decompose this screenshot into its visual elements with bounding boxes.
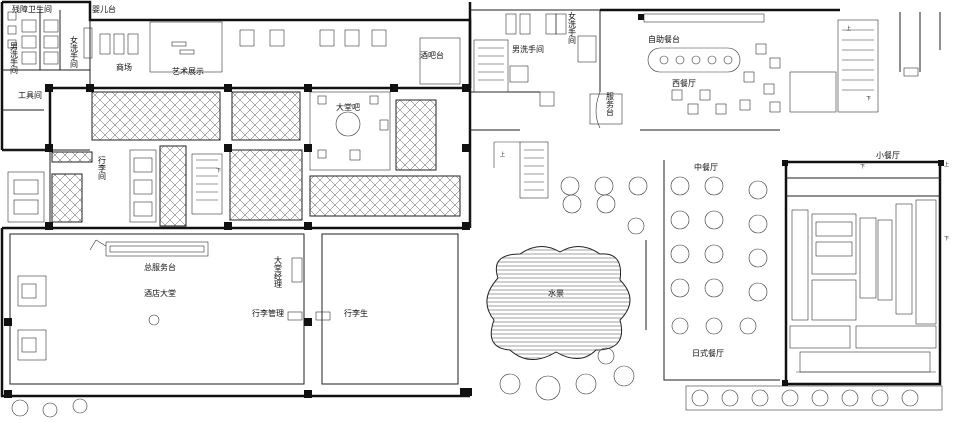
label-up-3: 上 (944, 161, 949, 168)
label-chinese-restaurant: 中餐厅 (694, 162, 718, 172)
structural-columns (4, 14, 944, 398)
label-down-3: 下 (860, 164, 865, 170)
label-water-feature: 水景 (548, 288, 564, 298)
label-male-wc-right: 男洗手间 (512, 44, 544, 54)
round-tables (560, 176, 768, 335)
label-down-2: 下 (866, 96, 871, 102)
restaurant-block (560, 8, 941, 381)
label-western-restaurant: 西餐厅 (672, 79, 696, 88)
landscape-strip (11, 385, 943, 418)
label-male-wc-left: 男洗手间 (10, 42, 19, 75)
label-japanese-restaurant: 日式餐厅 (692, 348, 724, 358)
label-concierge: 大堂经理 (274, 255, 283, 288)
label-lobby-bar: 大堂吧 (336, 102, 360, 112)
label-female-wc-left: 女洗手间 (70, 35, 79, 69)
label-luggage-manager: 行李管理 (252, 308, 284, 318)
label-small-hall: 小餐厅 (876, 151, 900, 160)
label-art-display: 艺术展示 (172, 66, 204, 76)
label-luggage-room: 行李间 (98, 155, 107, 181)
label-bar-counter: 酒吧台 (420, 50, 444, 60)
label-shop: 商场 (116, 62, 132, 72)
center-upper-block (468, 2, 623, 228)
lobby-bar-block (2, 86, 470, 230)
label-female-wc-right: 女洗手间 (568, 11, 577, 45)
water-feature (486, 217, 645, 401)
label-bellboy: 行李生 (344, 308, 368, 318)
label-buffet-counter: 自助餐台 (648, 34, 680, 44)
label-down-1: 下 (216, 168, 221, 174)
label-up-2: 上 (846, 25, 851, 32)
label-service-counter: 服务台 (606, 92, 615, 117)
kitchen-block (784, 160, 942, 386)
label-hotel-lobby: 酒店大堂 (144, 288, 176, 298)
label-tool-room: 工具间 (18, 91, 42, 100)
label-front-desk: 总服务台 (144, 262, 176, 272)
label-up-1: 上 (500, 151, 505, 158)
label-down-4: 下 (944, 236, 949, 242)
label-infant-room: 婴儿台 (92, 4, 116, 14)
hotel-lobby-block (0, 228, 470, 398)
label-accessible-wc: 残障卫生间 (12, 4, 52, 14)
